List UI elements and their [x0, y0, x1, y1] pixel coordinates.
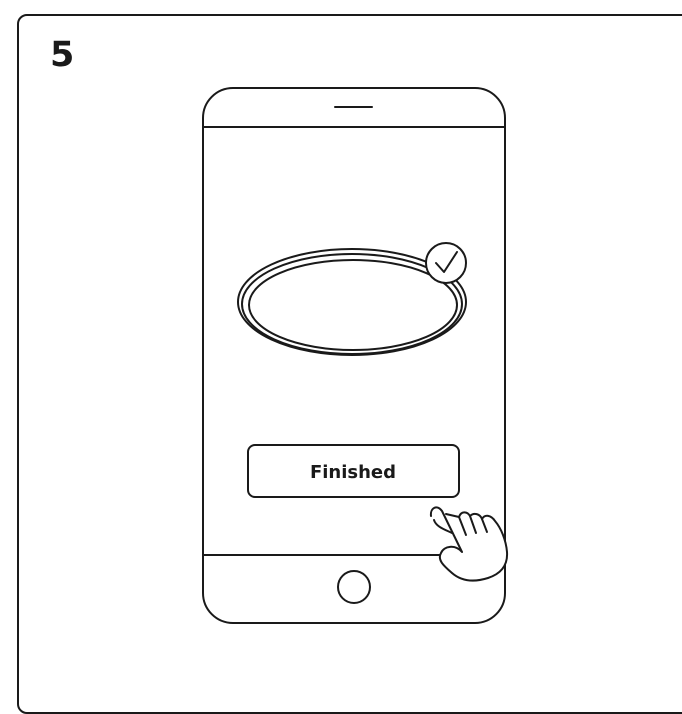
checkmark-circle-icon [426, 243, 466, 283]
finished-button-label: Finished [310, 462, 396, 483]
home-button-icon[interactable] [338, 571, 370, 603]
phone-illustration: Finished [0, 0, 682, 686]
tapping-hand-icon [431, 507, 507, 580]
